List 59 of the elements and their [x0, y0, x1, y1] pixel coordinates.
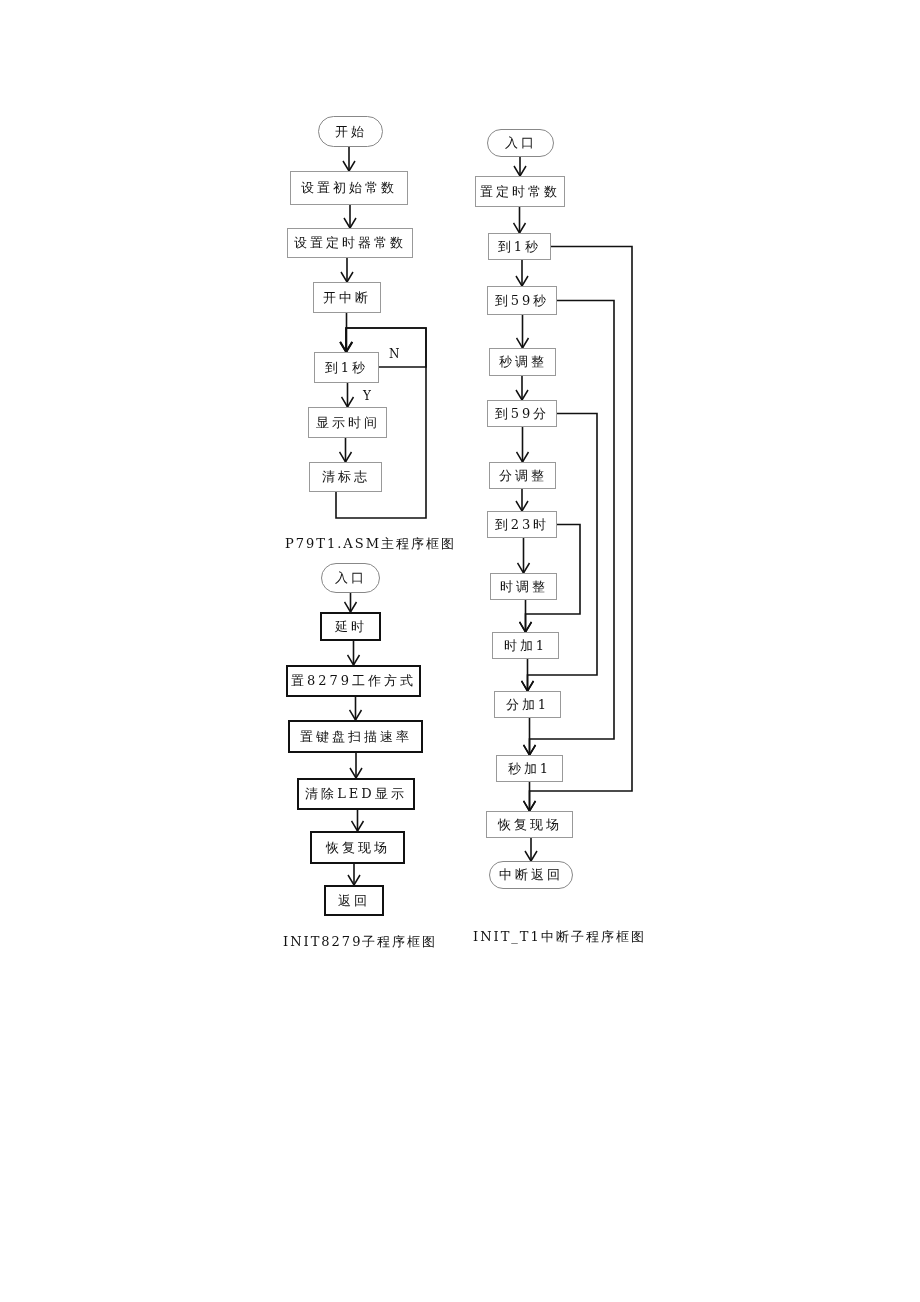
process-box: 秒加1 — [496, 755, 563, 782]
decision-box: 到59秒 — [487, 286, 557, 315]
process-box: 清除LED显示 — [297, 778, 415, 810]
arrow — [518, 523, 581, 633]
arrow — [340, 257, 354, 283]
terminal-box: 入口 — [321, 563, 380, 593]
terminal-box: 中断返回 — [489, 861, 573, 889]
process-box: 显示时间 — [308, 407, 387, 438]
diagram-caption: P79T1.ASM主程序框图 — [285, 535, 456, 553]
decision-box: 到1秒 — [314, 352, 379, 383]
process-box: 时加1 — [492, 632, 559, 659]
arrow — [349, 752, 363, 779]
arrow — [516, 537, 531, 574]
process-box: 时调整 — [490, 573, 557, 600]
arrow — [515, 488, 529, 512]
terminal-box: 入口 — [487, 129, 554, 157]
decision-box: 到1秒 — [488, 233, 551, 260]
arrow — [339, 312, 354, 353]
process-box: 延时 — [320, 612, 381, 641]
process-box: 返回 — [324, 885, 384, 916]
process-box: 开中断 — [313, 282, 381, 313]
arrow — [343, 204, 357, 229]
arrow — [342, 146, 356, 172]
arrow — [338, 437, 353, 463]
arrow — [343, 592, 358, 613]
arrow — [515, 375, 529, 401]
decision-box: 到59分 — [487, 400, 557, 427]
arrow — [347, 863, 361, 886]
arrow — [340, 382, 355, 408]
terminal-box: 开始 — [318, 116, 383, 147]
diagram-caption: INIT_T1中断子程序框图 — [473, 928, 646, 946]
process-box: 清标志 — [309, 462, 382, 492]
arrow — [515, 259, 529, 287]
process-box: 设置初始常数 — [290, 171, 408, 205]
arrow — [520, 412, 598, 692]
arrow — [350, 809, 365, 832]
process-box: 分加1 — [494, 691, 561, 718]
edge-label: N — [388, 348, 401, 361]
process-box: 置键盘扫描速率 — [288, 720, 423, 753]
diagram-caption: INIT8279子程序框图 — [283, 933, 438, 951]
arrow — [522, 245, 633, 812]
arrow — [339, 327, 427, 368]
process-box: 置8279工作方式 — [286, 665, 421, 697]
arrow — [512, 206, 527, 234]
arrow — [513, 156, 527, 177]
arrow — [515, 314, 530, 349]
process-box: 置定时常数 — [475, 176, 565, 207]
arrow — [515, 426, 530, 463]
arrow — [522, 299, 615, 756]
decision-box: 到23时 — [487, 511, 557, 538]
process-box: 恢复现场 — [310, 831, 405, 864]
arrow — [348, 696, 363, 721]
arrow — [346, 640, 361, 666]
process-box: 分调整 — [489, 462, 556, 489]
process-box: 恢复现场 — [486, 811, 573, 838]
edge-label: Y — [362, 390, 372, 403]
arrow — [524, 837, 538, 862]
process-box: 秒调整 — [489, 348, 556, 376]
process-box: 设置定时器常数 — [287, 228, 413, 258]
